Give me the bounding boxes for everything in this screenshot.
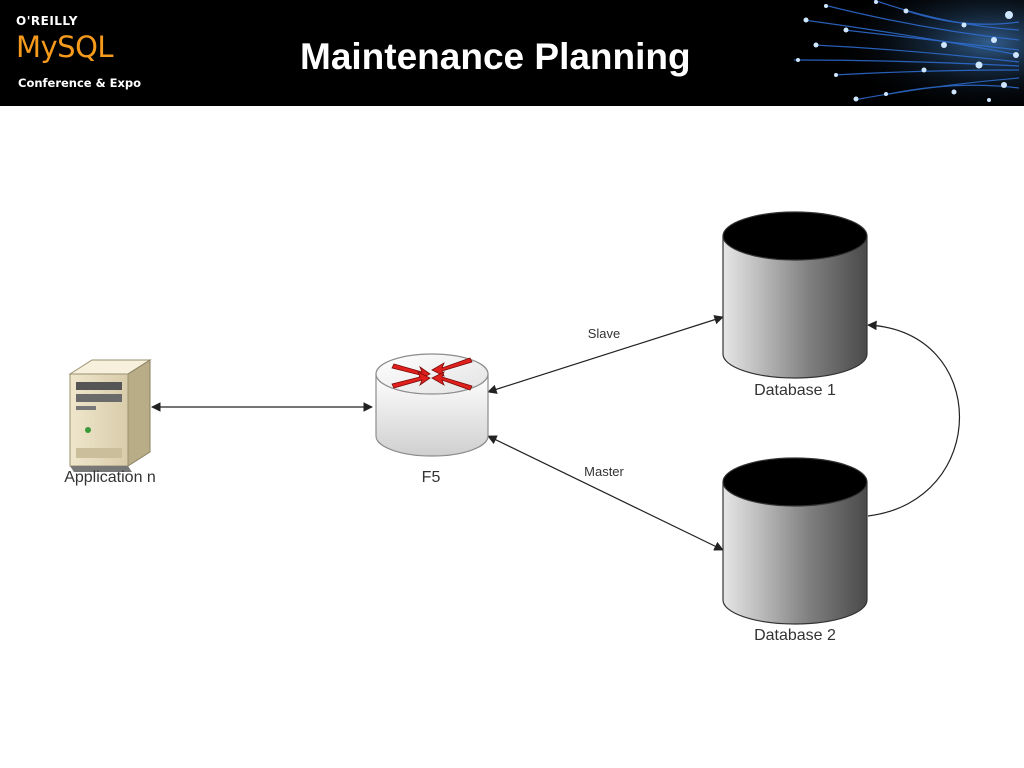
edge-db2-db1: [867, 320, 960, 517]
edge-f5-db2: [487, 435, 724, 551]
node-label-database-2: Database 2: [754, 627, 836, 644]
slide-title: Maintenance Planning: [300, 36, 691, 77]
database-cylinder-icon: [722, 211, 868, 379]
edge-label-master: Master: [584, 464, 624, 479]
conference-logo: O'REILLY MySQL Conference & Expo: [16, 14, 166, 94]
logo-event: Conference & Expo: [18, 76, 142, 90]
logo-publisher: O'REILLY: [16, 14, 78, 28]
network-diagram: Application n F5 Database 1 Database 2 S…: [0, 106, 1024, 768]
logo-product: MySQL: [16, 30, 114, 64]
slide-header: O'REILLY MySQL Conference & Expo Mainten…: [0, 0, 1024, 106]
node-label-f5: F5: [421, 469, 441, 486]
router-icon: [375, 353, 489, 457]
node-label-database-1: Database 1: [754, 382, 836, 399]
fiber-optic-decoration: [794, 0, 1024, 106]
database-cylinder-icon: [722, 457, 868, 625]
node-label-application: Application n: [64, 469, 156, 486]
server-tower-icon: [68, 359, 152, 472]
edge-label-slave: Slave: [587, 326, 621, 341]
diagram-canvas: [68, 211, 960, 625]
edge-f5-db1: [487, 315, 724, 394]
